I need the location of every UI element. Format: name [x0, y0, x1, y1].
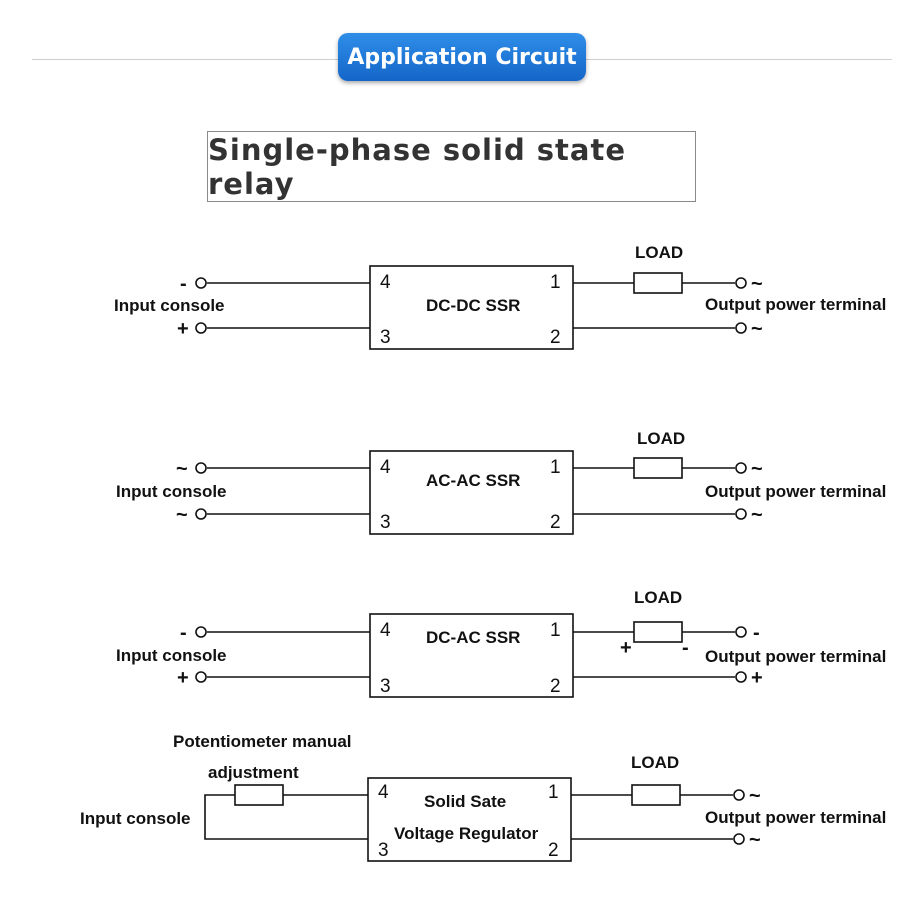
diagram-title: Single-phase solid state relay: [207, 131, 696, 202]
regulator-box: [367, 777, 572, 862]
output-terminal-bottom: [735, 508, 747, 520]
input-top-symbol: -: [180, 622, 187, 644]
pin-4: 4: [378, 782, 389, 803]
output-terminal-top: [735, 277, 747, 289]
ssr-box: [369, 450, 574, 535]
load-resistor: [633, 457, 683, 479]
output-power-terminal-label: Output power terminal: [705, 482, 886, 501]
load-label: LOAD: [637, 429, 685, 448]
pin-2: 2: [550, 327, 561, 348]
regulator-label-line2: Voltage Regulator: [394, 824, 539, 843]
input-terminal-top: [195, 626, 207, 638]
pin-1: 1: [550, 457, 561, 478]
input-bottom-symbol: +: [177, 318, 189, 340]
pin-3: 3: [380, 327, 391, 348]
output-bottom-symbol: ~: [751, 504, 763, 526]
ssr-box: [369, 265, 574, 350]
input-terminal-bottom: [195, 322, 207, 334]
output-terminal-bottom: [733, 833, 745, 845]
pin-2: 2: [548, 840, 559, 861]
input-console-label: Input console: [116, 482, 227, 501]
input-console-label: Input console: [80, 809, 191, 828]
ssr-label: DC-AC SSR: [426, 628, 520, 647]
ssr-label: AC-AC SSR: [426, 471, 520, 490]
pin-4: 4: [380, 457, 391, 478]
load-label: LOAD: [631, 753, 679, 772]
input-console-label: Input console: [114, 296, 225, 315]
input-console-label: Input console: [116, 646, 227, 665]
circuit-voltage-regulator: Potentiometer manual adjustment Input co…: [80, 732, 886, 862]
load-resistor: [633, 272, 683, 294]
pin-4: 4: [380, 620, 391, 641]
output-power-terminal-label: Output power terminal: [705, 295, 886, 314]
application-circuit-badge: Application Circuit: [338, 33, 586, 81]
pin-4: 4: [380, 272, 391, 293]
load-label: LOAD: [635, 243, 683, 262]
ssr-label: DC-DC SSR: [426, 296, 520, 315]
pin-2: 2: [550, 676, 561, 697]
pin-2: 2: [550, 512, 561, 533]
output-terminal-top: [733, 789, 745, 801]
circuit-ac-ac: ~ ~ Input console 4 1 3 2 AC-AC SSR LOAD…: [116, 429, 886, 535]
pin-3: 3: [380, 512, 391, 533]
input-terminal-top: [195, 462, 207, 474]
load-plus-symbol: +: [620, 637, 632, 659]
input-top-symbol: ~: [176, 458, 188, 480]
input-top-symbol: -: [180, 273, 187, 295]
potentiometer-resistor: [234, 784, 284, 806]
output-terminal-bottom: [735, 671, 747, 683]
load-resistor: [631, 784, 681, 806]
pin-1: 1: [550, 620, 561, 641]
output-power-terminal-label: Output power terminal: [705, 808, 886, 827]
output-terminal-top: [735, 626, 747, 638]
pin-1: 1: [548, 782, 559, 803]
pin-3: 3: [378, 840, 389, 861]
input-bottom-symbol: +: [177, 667, 189, 689]
output-top-symbol: ~: [751, 458, 763, 480]
pin-1: 1: [550, 272, 561, 293]
circuit-dc-ac: - + Input console 4 1 3 2 DC-AC SSR LOAD…: [116, 588, 886, 698]
input-terminal-top: [195, 277, 207, 289]
output-bottom-symbol: ~: [749, 829, 761, 851]
output-top-symbol: ~: [749, 785, 761, 807]
input-terminal-bottom: [195, 508, 207, 520]
potentiometer-label-line1: Potentiometer manual: [173, 732, 352, 751]
ssr-box: [369, 613, 574, 698]
circuit-dc-dc: - + Input console 4 1 3 2 DC-DC SSR LOAD…: [114, 243, 886, 350]
pin-3: 3: [380, 676, 391, 697]
load-resistor: [633, 621, 683, 643]
output-power-terminal-label: Output power terminal: [705, 647, 886, 666]
input-terminal-bottom: [195, 671, 207, 683]
output-top-symbol: -: [753, 622, 760, 644]
output-bottom-symbol: ~: [751, 318, 763, 340]
regulator-label-line1: Solid Sate: [424, 792, 506, 811]
load-label: LOAD: [634, 588, 682, 607]
input-bottom-symbol: ~: [176, 504, 188, 526]
input-loop-wire: [204, 794, 368, 840]
output-top-symbol: ~: [751, 273, 763, 295]
potentiometer-label-line2: adjustment: [208, 763, 299, 782]
output-terminal-bottom: [735, 322, 747, 334]
output-bottom-symbol: +: [751, 667, 763, 689]
output-terminal-top: [735, 462, 747, 474]
load-minus-symbol: -: [682, 637, 689, 659]
